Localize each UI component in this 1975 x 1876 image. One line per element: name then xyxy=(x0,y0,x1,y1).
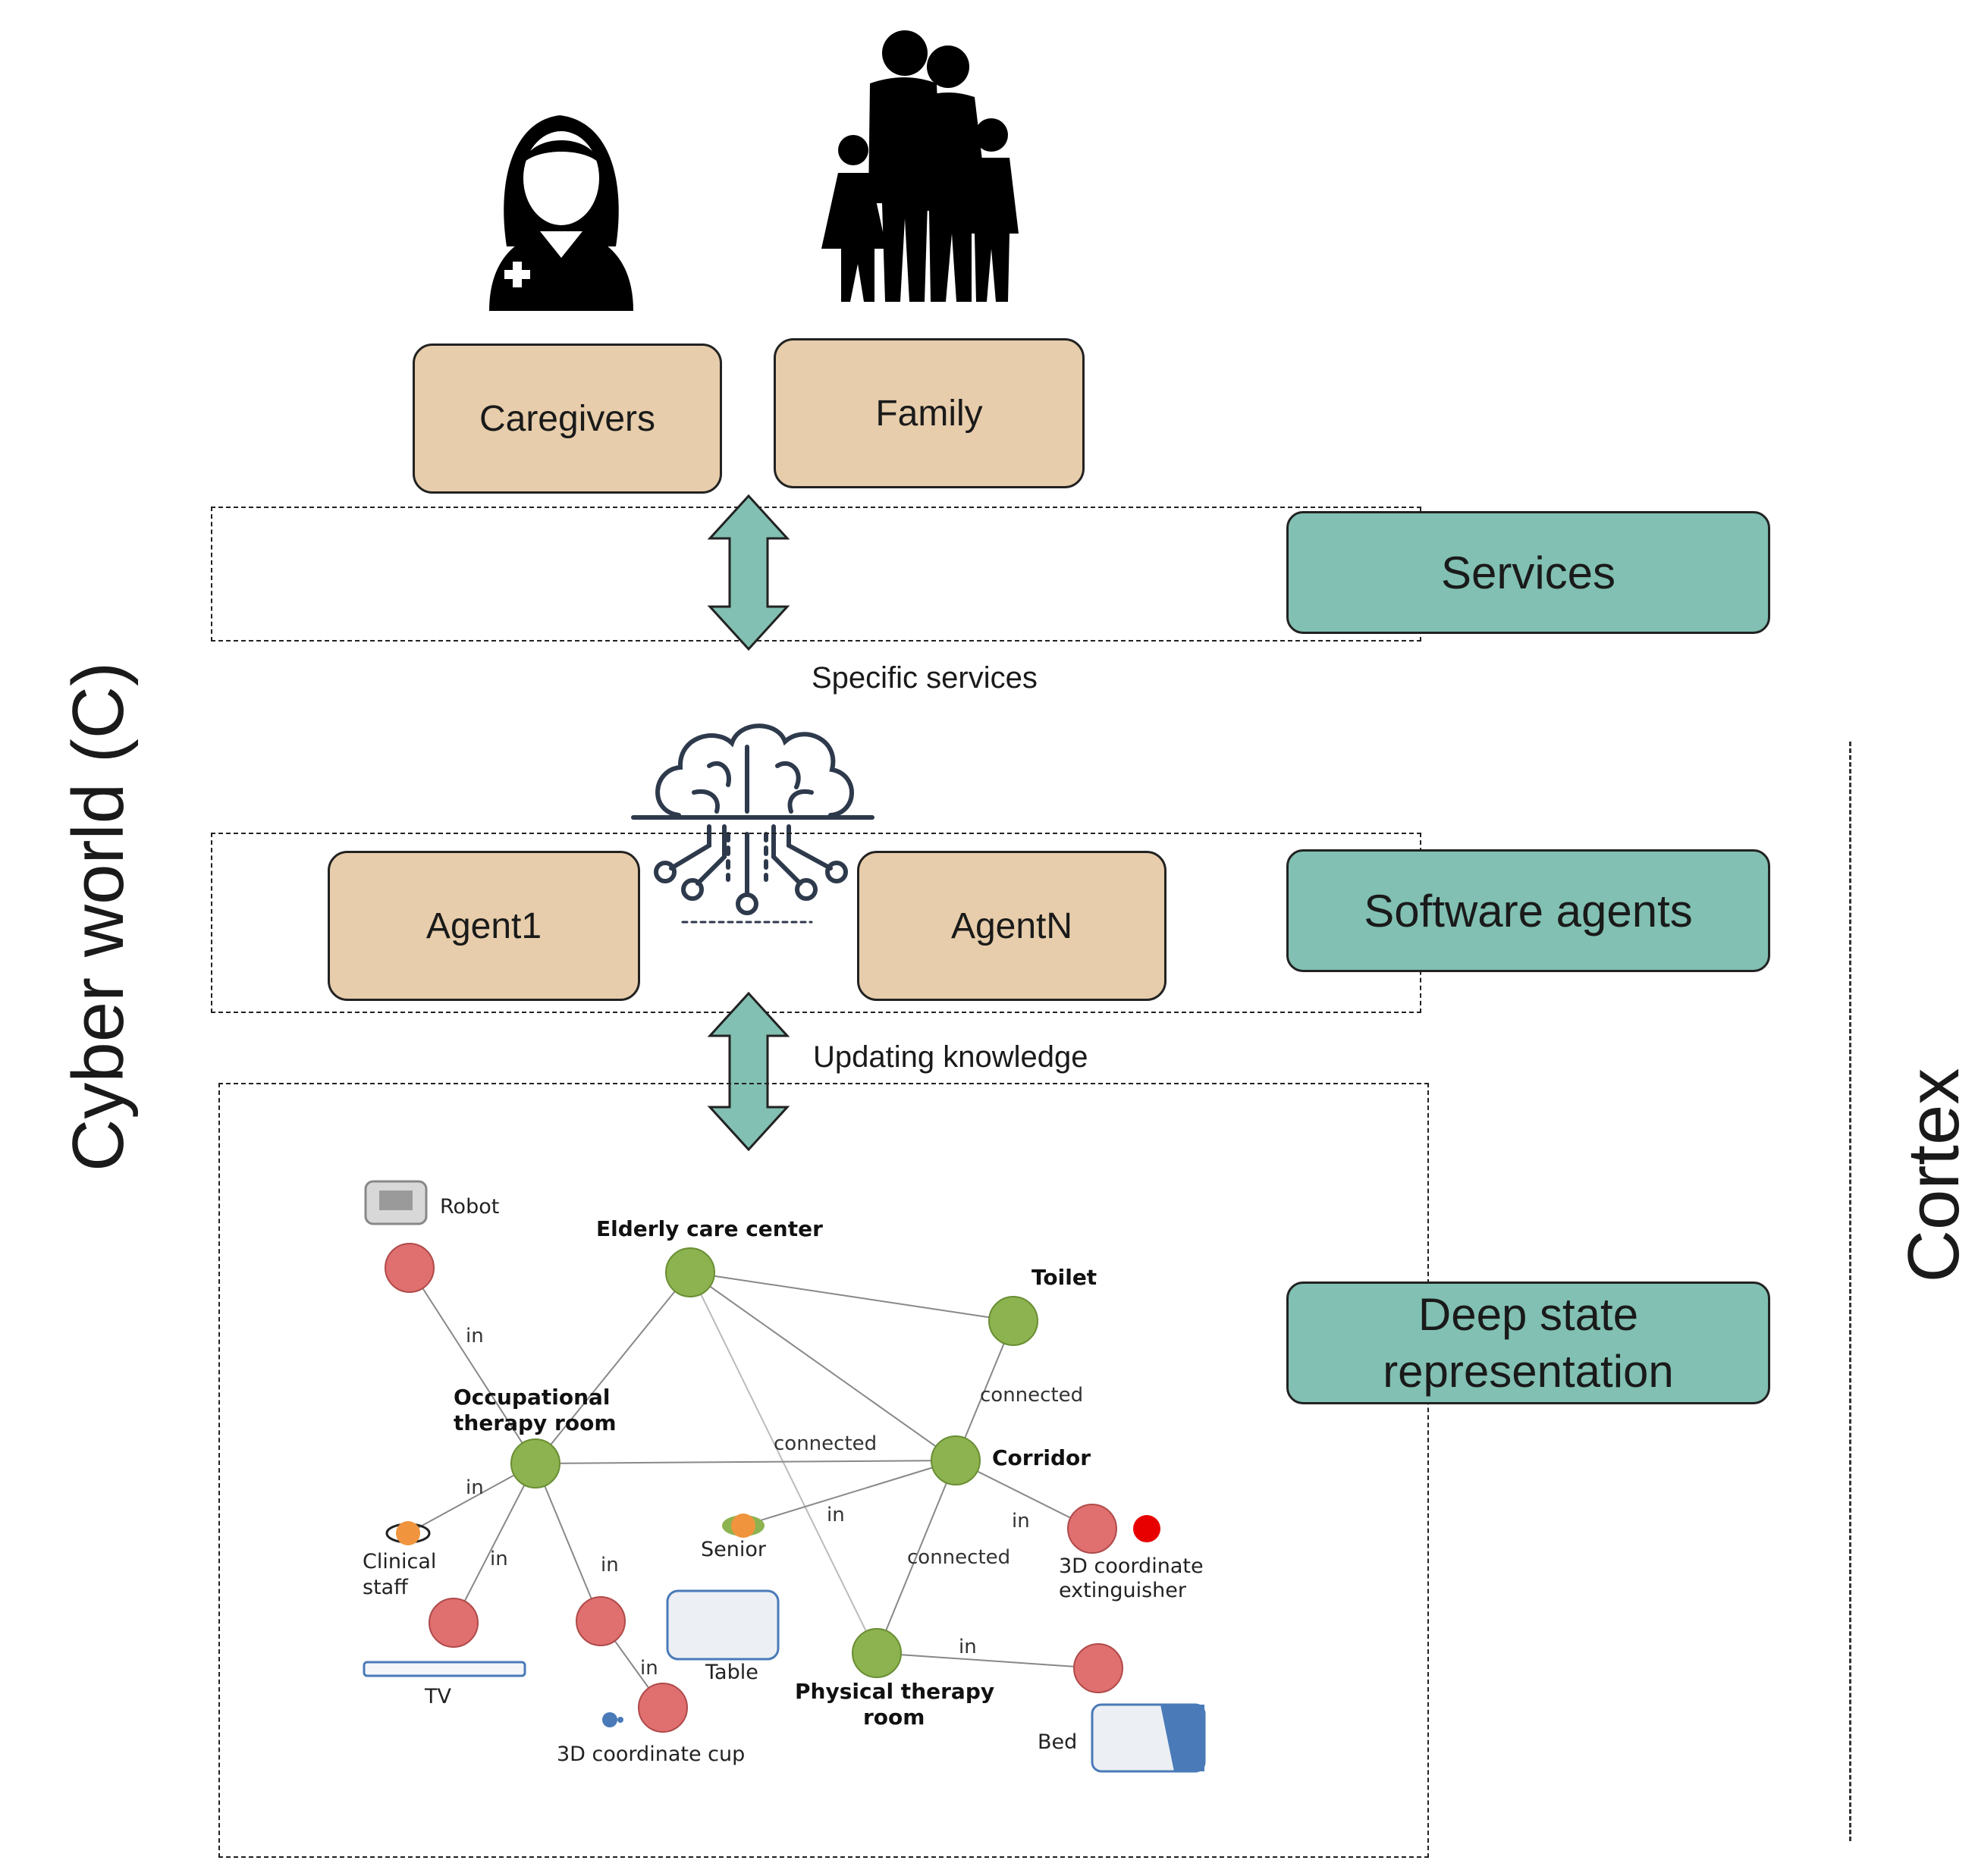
node-tv xyxy=(429,1598,479,1648)
edge-bed-physical xyxy=(876,1652,1099,1669)
label-corridor: Corridor xyxy=(992,1445,1091,1470)
agentN-box: AgentN xyxy=(857,851,1166,1001)
node-cup xyxy=(638,1683,688,1733)
bed-icon xyxy=(1091,1703,1206,1773)
edge-label-in: in xyxy=(827,1504,845,1526)
label-ext-2: extinguisher xyxy=(1059,1579,1187,1602)
agent1-label: Agent1 xyxy=(425,905,542,946)
node-occupational-therapy-room xyxy=(510,1438,560,1489)
edge-label-in: in xyxy=(466,1325,484,1347)
edge-table-occupational xyxy=(535,1463,601,1622)
edge-occupational-corridor xyxy=(535,1460,956,1464)
edge-elderly-physical xyxy=(689,1272,878,1654)
caregivers-label: Caregivers xyxy=(479,398,656,439)
software-agents-label: Software agents xyxy=(1364,885,1693,936)
node-table xyxy=(576,1596,626,1646)
software-agents-box: Software agents xyxy=(1286,849,1770,972)
label-tv: TV xyxy=(424,1685,451,1708)
label-occupational-1: Occupational xyxy=(454,1385,611,1410)
node-toilet xyxy=(988,1296,1038,1346)
label-clinical-1: Clinical xyxy=(363,1550,436,1573)
node-extinguisher xyxy=(1067,1504,1117,1554)
edge-label-connected: connected xyxy=(980,1384,1083,1407)
node-corridor xyxy=(931,1435,981,1485)
edge-label-in: in xyxy=(959,1636,977,1658)
node-bed xyxy=(1073,1643,1123,1693)
deep-state-label: Deep state representation xyxy=(1383,1289,1674,1397)
edge-toilet-corridor xyxy=(955,1320,1014,1461)
table-icon xyxy=(666,1589,780,1661)
edge-label-in: in xyxy=(640,1657,658,1680)
edge-elderly-occupational xyxy=(535,1272,691,1464)
edge-label-in: in xyxy=(601,1554,619,1576)
cortex-divider xyxy=(1849,742,1851,1841)
deep-state-box: Deep state representation xyxy=(1286,1282,1770,1404)
label-bed: Bed xyxy=(1038,1730,1077,1754)
node-elderly-care-center xyxy=(665,1247,715,1297)
label-robot: Robot xyxy=(440,1195,499,1219)
alarm-dot-icon xyxy=(1133,1515,1160,1542)
node-physical-therapy-room xyxy=(852,1628,902,1678)
label-ext-1: 3D coordinate xyxy=(1059,1554,1204,1578)
family-icon xyxy=(821,30,1019,302)
cyber-world-label: Cyber world (C) xyxy=(58,661,139,1172)
updating-knowledge-label: Updating knowledge xyxy=(813,1040,1088,1074)
deep-state-region xyxy=(218,1083,1429,1858)
edge-robot-occupational xyxy=(409,1267,536,1464)
label-table: Table xyxy=(705,1661,758,1684)
agent1-box: Agent1 xyxy=(328,851,640,1001)
edge-label-in: in xyxy=(490,1548,508,1570)
edge-label-in: in xyxy=(466,1476,484,1499)
caregivers-box: Caregivers xyxy=(413,344,722,494)
edge-tv-occupational xyxy=(453,1463,536,1623)
robot-icon xyxy=(364,1180,428,1225)
label-clinical-2: staff xyxy=(363,1576,409,1599)
edge-extinguisher-corridor xyxy=(955,1460,1093,1529)
label-physical-1: Physical therapy xyxy=(795,1679,994,1704)
specific-services-label: Specific services xyxy=(812,661,1038,695)
label-senior: Senior xyxy=(701,1538,767,1561)
edge-label-connected: connected xyxy=(774,1432,877,1455)
family-label: Family xyxy=(875,393,983,434)
caregiver-icon xyxy=(489,115,633,311)
double-arrow-services xyxy=(707,494,790,651)
edge-corridor-physical xyxy=(876,1460,956,1654)
edge-senior-corridor xyxy=(743,1460,956,1526)
cortex-label: Cortex xyxy=(1893,1068,1974,1283)
edge-elderly-corridor xyxy=(689,1272,956,1461)
edge-label-connected: connected xyxy=(907,1546,1010,1569)
label-cup: 3D coordinate cup xyxy=(557,1743,745,1766)
label-physical-2: room xyxy=(863,1705,925,1730)
cup-icon xyxy=(602,1712,623,1727)
tv-icon xyxy=(363,1661,526,1677)
services-box: Services xyxy=(1286,511,1770,634)
clinical-staff-icon xyxy=(385,1521,431,1545)
label-occupational-2: therapy room xyxy=(454,1410,617,1435)
edge-elderly-toilet xyxy=(689,1272,1014,1322)
label-toilet: Toilet xyxy=(1031,1265,1097,1290)
label-elderly-care-center: Elderly care center xyxy=(596,1216,823,1241)
agentN-label: AgentN xyxy=(950,905,1073,946)
node-robot xyxy=(385,1243,435,1293)
services-label: Services xyxy=(1440,547,1616,598)
family-box: Family xyxy=(774,338,1085,488)
senior-icon xyxy=(722,1514,765,1538)
double-arrow-knowledge xyxy=(707,992,790,1151)
edge-label-in: in xyxy=(1012,1510,1030,1532)
